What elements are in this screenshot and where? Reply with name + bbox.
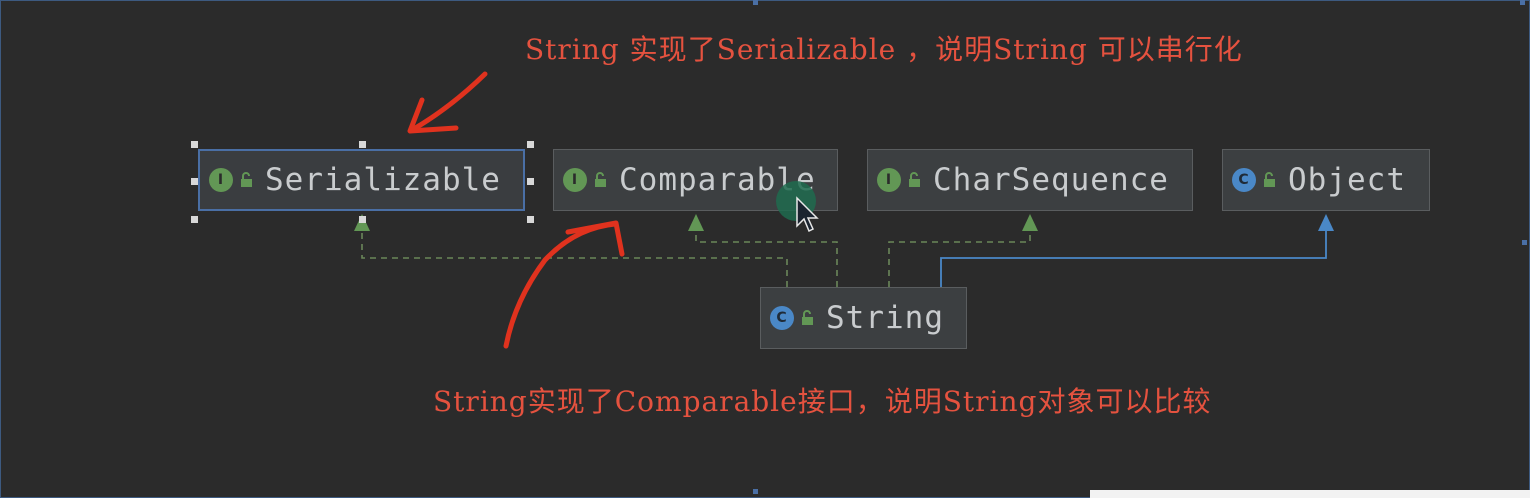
annotation-arrow-bottom-head: [565, 220, 625, 257]
node-string[interactable]: C String: [760, 287, 967, 349]
annotation-arrow-top: [409, 71, 488, 133]
connector-string-charsequence: [888, 226, 1031, 287]
selection-handle[interactable]: [191, 178, 198, 185]
selection-handle[interactable]: [359, 141, 366, 148]
unlock-icon: [1262, 171, 1278, 189]
unlock-icon: [239, 171, 255, 189]
frame-resize-handle[interactable]: [753, 0, 758, 5]
selection-handle[interactable]: [359, 216, 366, 223]
selection-handle[interactable]: [527, 216, 534, 223]
unlock-icon: [593, 171, 609, 189]
connector-string-serializable: [361, 226, 788, 287]
frame-resize-handle[interactable]: [1520, 0, 1525, 5]
connector-string-object: [940, 226, 1327, 287]
interface-icon: I: [563, 168, 587, 192]
node-label: String: [826, 300, 944, 336]
selection-handle[interactable]: [527, 178, 534, 185]
annotation-arrow-top-head: [407, 97, 459, 134]
class-icon: C: [770, 306, 794, 330]
arrowhead-object: [1318, 214, 1334, 231]
interface-icon: I: [209, 168, 233, 192]
selection-handle[interactable]: [191, 141, 198, 148]
frame-resize-handle[interactable]: [1522, 240, 1527, 245]
unlock-icon: [800, 309, 816, 327]
frame-resize-handle[interactable]: [753, 489, 758, 494]
selection-handle[interactable]: [191, 216, 198, 223]
selection-handle[interactable]: [527, 141, 534, 148]
arrowhead-charsequence: [1022, 214, 1038, 231]
annotation-bottom: String实现了Comparable接口，说明String对象可以比较: [433, 385, 1212, 418]
annotation-top: String 实现了Serializable ，说明String 可以串行化: [525, 33, 1243, 66]
connector-string-comparable: [695, 226, 838, 287]
node-comparable[interactable]: I Comparable: [553, 149, 838, 211]
node-serializable[interactable]: I Serializable: [198, 149, 525, 211]
node-label: Comparable: [619, 162, 816, 198]
node-label: Object: [1288, 162, 1406, 198]
arrowhead-comparable: [688, 214, 704, 231]
unlock-icon: [907, 171, 923, 189]
bottom-bar: [1090, 490, 1530, 498]
node-object[interactable]: C Object: [1222, 149, 1430, 211]
annotation-arrow-bottom: [503, 221, 618, 349]
node-charsequence[interactable]: I CharSequence: [867, 149, 1193, 211]
interface-icon: I: [877, 168, 901, 192]
class-icon: C: [1232, 168, 1256, 192]
node-label: Serializable: [265, 162, 501, 198]
node-label: CharSequence: [933, 162, 1169, 198]
